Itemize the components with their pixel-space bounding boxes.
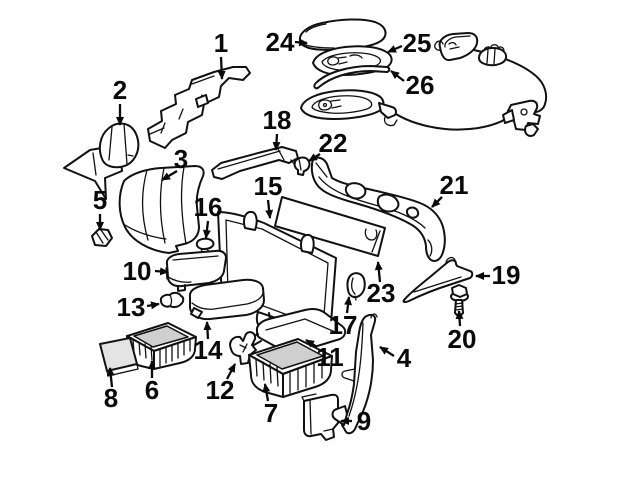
callout-20-label: 20: [448, 324, 477, 354]
callout-2-label: 2: [113, 75, 127, 105]
callout-21-label: 21: [440, 170, 469, 200]
callout-23: 23: [367, 261, 396, 308]
callout-21-arrow: [431, 196, 443, 208]
part-26-drawing: [313, 65, 391, 90]
callout-25-label: 25: [403, 28, 432, 58]
part-17-drawing: [346, 272, 366, 301]
callout-11-arrow: [305, 339, 318, 348]
callout-13-label: 13: [117, 292, 146, 322]
callout-23-label: 23: [367, 278, 396, 308]
callout-20: 20: [448, 310, 477, 354]
callout-8-label: 8: [104, 383, 118, 413]
callout-17-label: 17: [329, 310, 358, 340]
callout-22: 22: [308, 128, 348, 162]
callout-12-arrow: [225, 363, 237, 380]
callout-9-label: 9: [357, 406, 371, 436]
part-24-drawing: [298, 18, 387, 51]
part-8-drawing: [99, 337, 139, 377]
part-13-drawing: [159, 291, 185, 309]
callout-3-arrow: [161, 170, 178, 181]
callout-24-arrow: [294, 38, 308, 47]
callout-16-arrow: [202, 220, 211, 239]
callout-2: 2: [113, 75, 127, 126]
part-19-drawing: [402, 256, 474, 304]
callout-14-arrow: [203, 321, 212, 340]
callout-9: 9: [340, 406, 371, 436]
callout-7: 7: [262, 383, 278, 428]
callout-20-arrow: [455, 310, 464, 327]
callout-4-arrow: [379, 346, 395, 357]
callout-14: 14: [194, 321, 223, 365]
callout-16: 16: [194, 192, 223, 239]
callout-24-label: 24: [266, 27, 295, 57]
callout-11-label: 11: [316, 342, 344, 372]
callout-26-arrow: [390, 70, 405, 82]
callout-16-label: 16: [194, 192, 223, 222]
callout-19: 19: [475, 260, 521, 290]
callout-4-label: 4: [397, 343, 412, 373]
callout-8: 8: [104, 367, 118, 413]
callout-23-arrow: [374, 261, 383, 283]
part-21-drawing: [310, 156, 446, 262]
callout-13: 13: [117, 292, 160, 322]
callout-8-arrow: [106, 367, 115, 388]
callout-15-arrow: [265, 199, 274, 219]
callout-24: 24: [266, 27, 308, 57]
callout-10: 10: [123, 256, 169, 286]
callout-1-label: 1: [214, 28, 228, 58]
callout-6: 6: [145, 360, 159, 405]
release-cable-assembly-drawing: [395, 32, 548, 137]
callout-15: 15: [254, 171, 283, 219]
latch-frame-drawing: [300, 89, 398, 127]
callout-18: 18: [263, 105, 292, 151]
part-2-drawing: [63, 122, 140, 200]
callout-17: 17: [329, 296, 358, 340]
callout-26: 26: [390, 70, 435, 100]
callout-19-label: 19: [492, 260, 521, 290]
callout-1: 1: [214, 28, 228, 80]
callout-7-label: 7: [264, 398, 278, 428]
callout-7-arrow: [262, 383, 271, 402]
callout-10-arrow: [154, 267, 169, 276]
callout-12-label: 12: [206, 375, 235, 405]
part-23-drawing: [274, 196, 386, 257]
part-14-drawing: [188, 278, 265, 321]
callout-18-label: 18: [263, 105, 292, 135]
part-4-drawing: [331, 313, 378, 435]
cable-connector-drawing: [478, 47, 508, 67]
callout-1-arrow: [217, 56, 226, 80]
callout-21: 21: [431, 170, 469, 208]
callout-26-label: 26: [406, 70, 435, 100]
part-18-drawing: [211, 146, 299, 180]
callout-17-arrow: [344, 296, 352, 314]
callout-10-label: 10: [123, 256, 152, 286]
callout-12: 12: [206, 363, 237, 405]
callout-13-arrow: [146, 301, 160, 310]
callout-14-label: 14: [194, 335, 223, 365]
callout-6-label: 6: [145, 375, 159, 405]
callout-22-label: 22: [319, 128, 348, 158]
callout-3: 3: [161, 144, 188, 181]
callout-11: 11: [305, 339, 344, 372]
part-3-drawing: [118, 165, 205, 254]
callout-18-arrow: [272, 133, 281, 151]
callout-5: 5: [93, 185, 107, 231]
part-22-drawing: [293, 156, 311, 176]
callout-5-label: 5: [93, 185, 107, 215]
callout-25: 25: [387, 28, 432, 58]
part-9-drawing: [301, 393, 339, 441]
part-5-drawing: [91, 228, 113, 247]
callout-25-arrow: [387, 44, 403, 54]
callout-22-arrow: [308, 153, 321, 162]
callout-15-label: 15: [254, 171, 283, 201]
callout-4: 4: [379, 343, 412, 373]
part-1-drawing: [147, 66, 251, 149]
callout-3-label: 3: [174, 144, 188, 174]
